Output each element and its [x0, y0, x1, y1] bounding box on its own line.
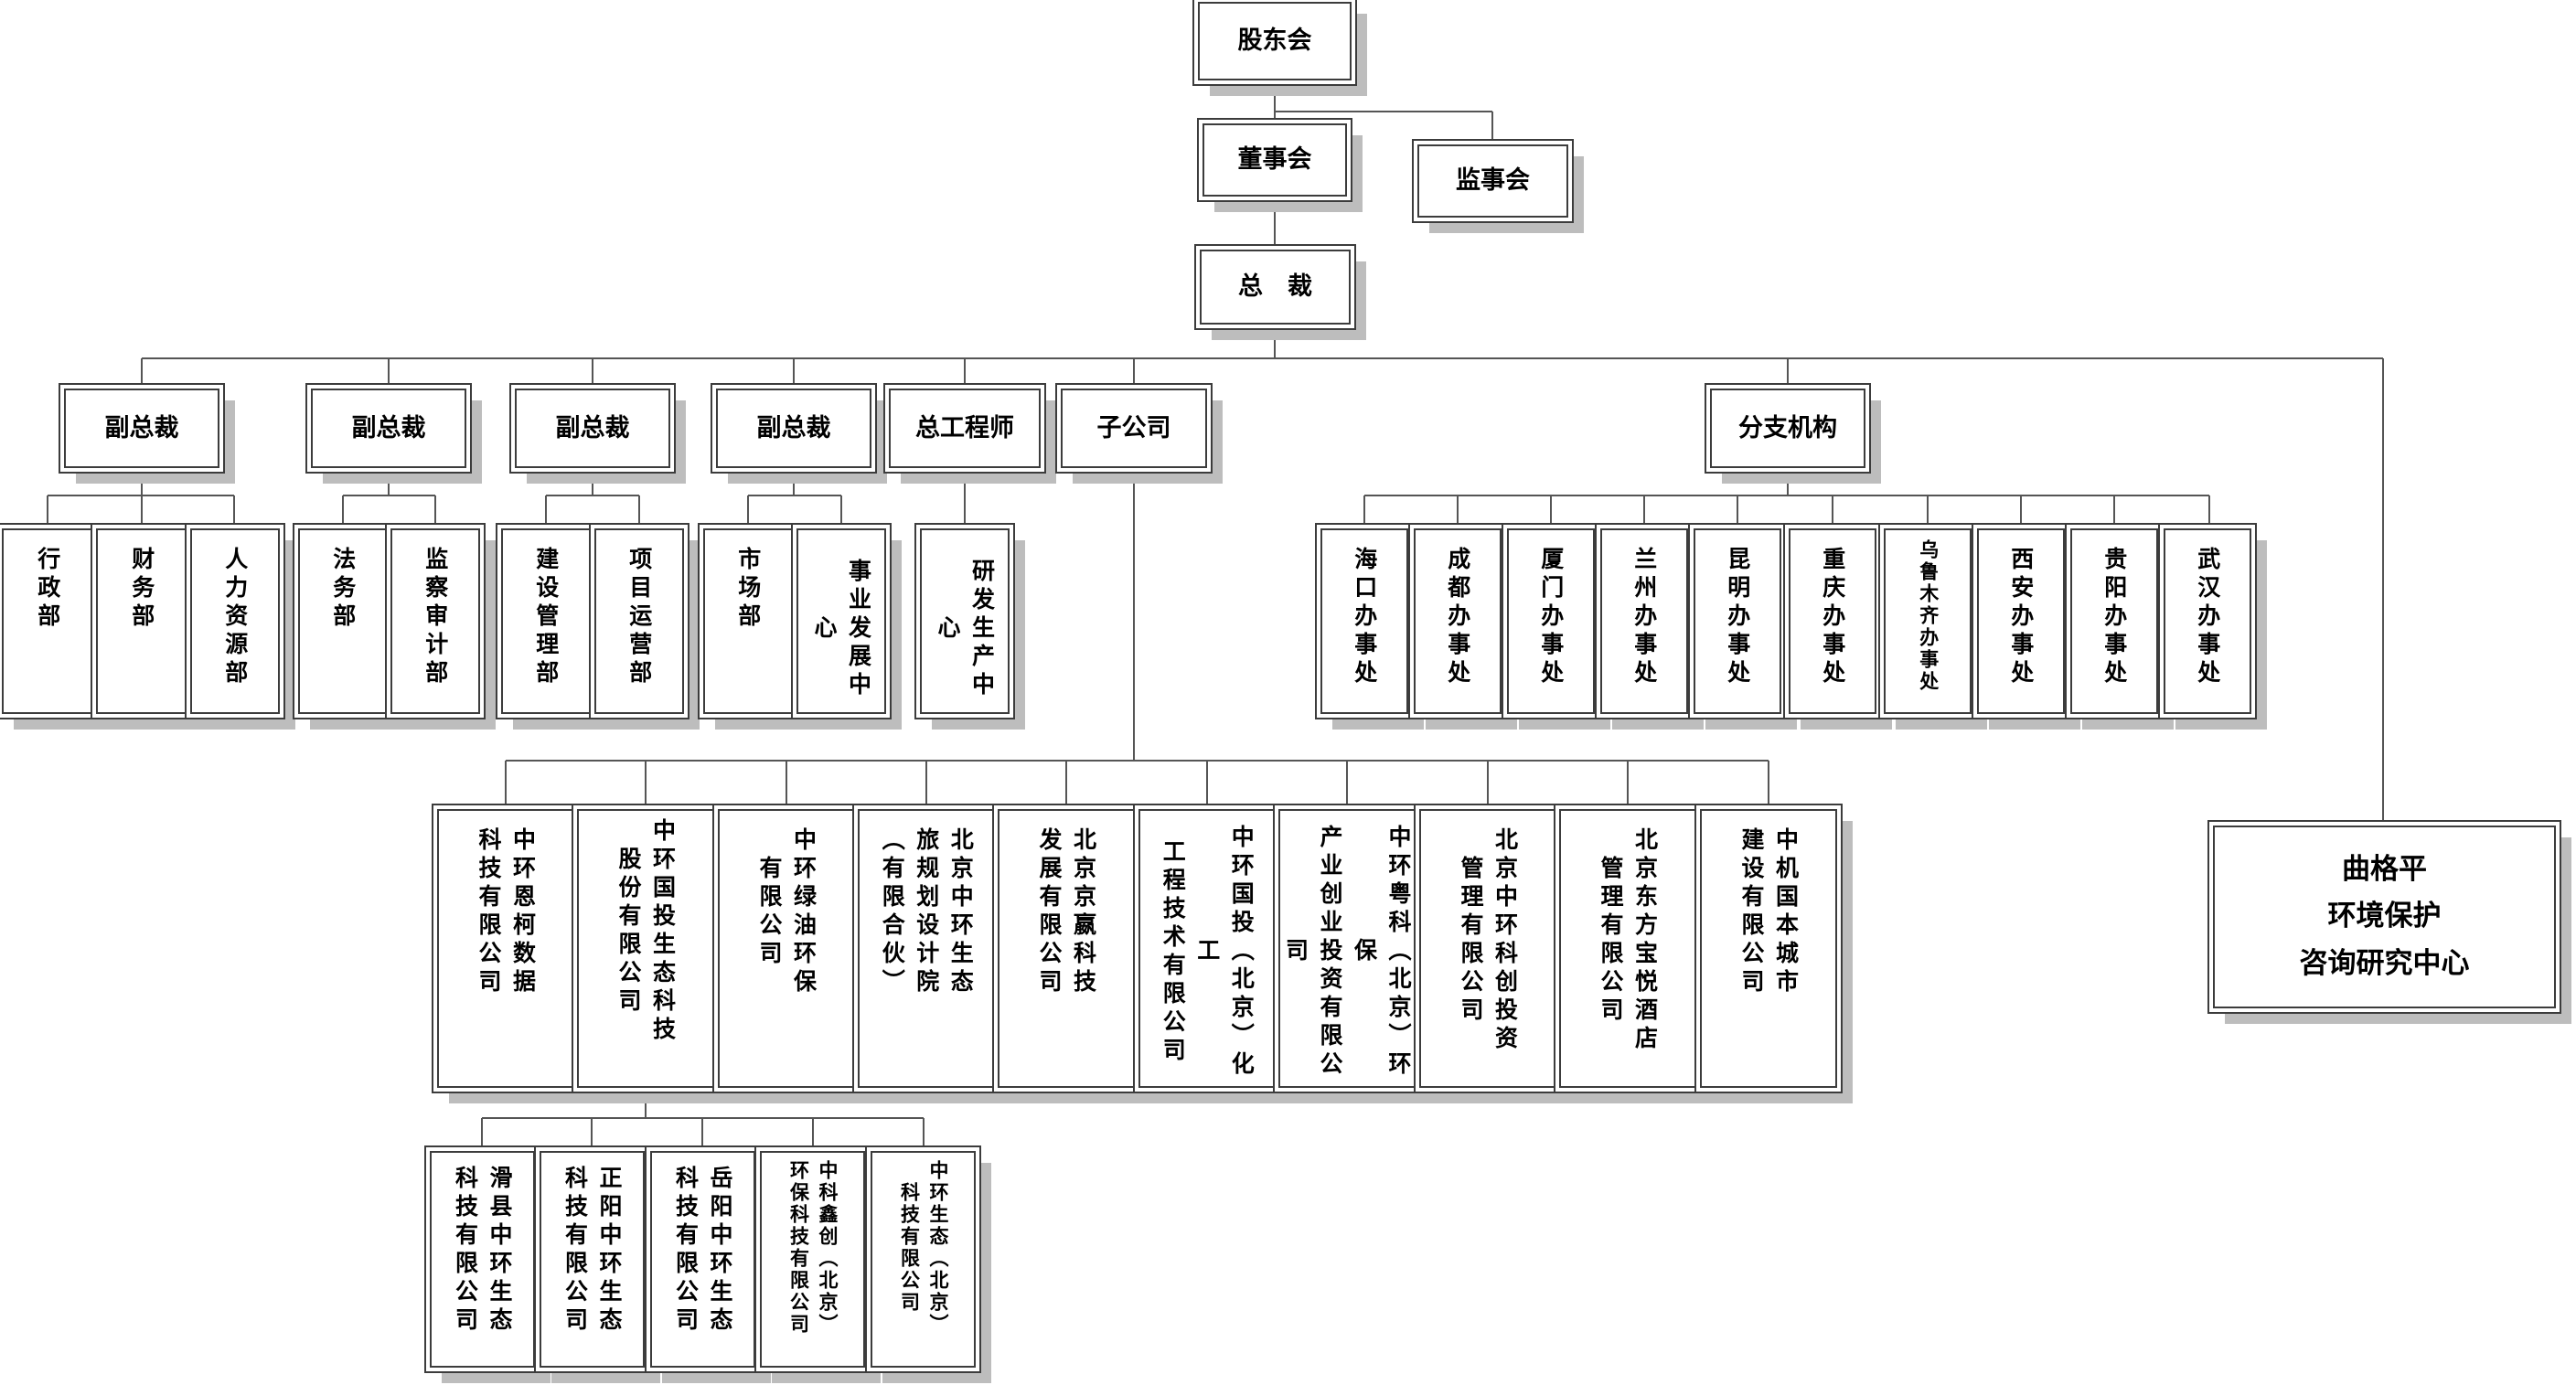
- shareholders-node: 股东会: [1198, 2, 1352, 80]
- president-node: 总 裁: [1200, 250, 1351, 325]
- dept-market: 市场部: [703, 528, 793, 714]
- dept-hr: 人力资源部: [190, 528, 280, 714]
- branches-node: 分支机构: [1710, 389, 1865, 468]
- subsidiary-2: 中环国投生态科技 股份有限公司: [577, 809, 714, 1088]
- sub-subsidiary-5: 中环生态（北京） 科技有限公司: [871, 1151, 976, 1368]
- dept-operations: 项目运营部: [594, 528, 684, 714]
- sub-subsidiary-4: 中科鑫创（北京） 环保科技有限公司: [760, 1151, 865, 1368]
- subsidiary-7: 中环粤科（北京）环保 产业创业投资有限公司: [1278, 809, 1416, 1088]
- dept-audit: 监察审计部: [390, 528, 480, 714]
- subsidiary-1: 中环恩柯数据 科技有限公司: [437, 809, 574, 1088]
- subsidiary-10: 中机国本城市 建设有限公司: [1700, 809, 1837, 1088]
- chief-engineer-node: 总工程师: [889, 389, 1041, 468]
- office-chongqing: 重庆办事处: [1789, 528, 1876, 714]
- office-haikou: 海口办事处: [1320, 528, 1408, 714]
- vp-node-3: 副总裁: [515, 389, 670, 468]
- board-node: 董事会: [1202, 123, 1347, 197]
- subsidiaries-node: 子公司: [1061, 389, 1207, 468]
- sub-subsidiary-2: 正阳中环生态 科技有限公司: [540, 1151, 645, 1368]
- office-wuhan: 武汉办事处: [2164, 528, 2251, 714]
- subsidiary-9: 北京东方宝悦酒店 管理有限公司: [1559, 809, 1696, 1088]
- vp-node-4: 副总裁: [716, 389, 871, 468]
- office-xiamen: 厦门办事处: [1507, 528, 1595, 714]
- office-xian: 西安办事处: [1977, 528, 2065, 714]
- office-chengdu: 成都办事处: [1414, 528, 1502, 714]
- subsidiary-5: 北京京嬴科技 发展有限公司: [998, 809, 1135, 1088]
- supervisors-node: 监事会: [1417, 144, 1568, 218]
- sub-subsidiary-1: 滑县中环生态 科技有限公司: [430, 1151, 535, 1368]
- sub-subsidiary-3: 岳阳中环生态 科技有限公司: [650, 1151, 755, 1368]
- research-center-node: 曲格平 环境保护 咨询研究中心: [2213, 826, 2556, 1008]
- office-urumqi: 乌鲁木齐办事处: [1884, 528, 1972, 714]
- subsidiary-4: 北京中环生态 旅规划设计院 （有限合伙）: [858, 809, 995, 1088]
- vp-node-1: 副总裁: [64, 389, 219, 468]
- subsidiary-6: 中环国投（北京）化工 工程技术有限公司: [1138, 809, 1276, 1088]
- subsidiary-8: 北京中环科创投资 管理有限公司: [1419, 809, 1556, 1088]
- dept-business-dev: 事业发展中心: [796, 528, 886, 714]
- dept-construction: 建设管理部: [501, 528, 591, 714]
- dept-rnd: 研发生产中心: [920, 528, 1010, 714]
- subsidiary-3: 中环绿油环保 有限公司: [718, 809, 855, 1088]
- vp-node-2: 副总裁: [311, 389, 466, 468]
- dept-finance: 财务部: [96, 528, 187, 714]
- office-guiyang: 贵阳办事处: [2070, 528, 2158, 714]
- dept-admin: 行政部: [2, 528, 93, 714]
- office-lanzhou: 兰州办事处: [1600, 528, 1688, 714]
- dept-legal: 法务部: [298, 528, 388, 714]
- office-kunming: 昆明办事处: [1694, 528, 1781, 714]
